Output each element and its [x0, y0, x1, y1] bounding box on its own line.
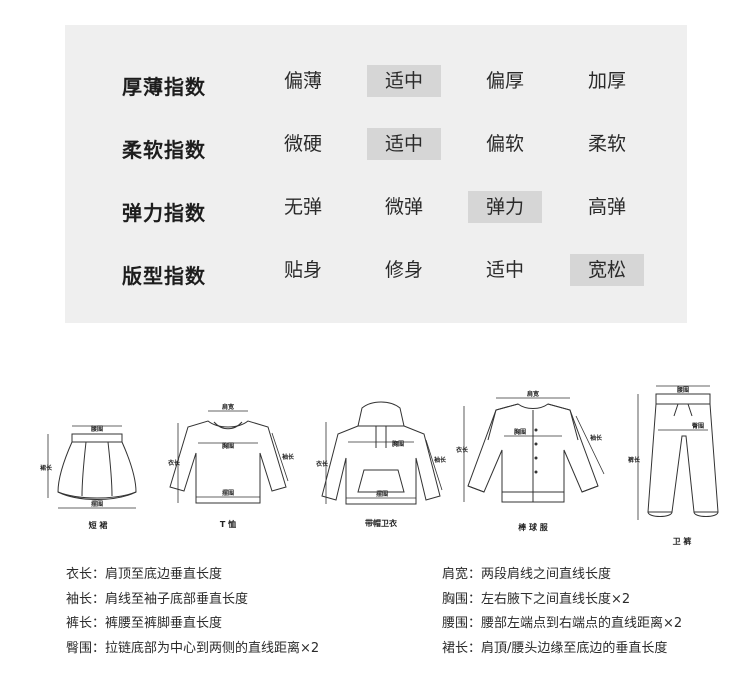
index-option: 微硬 — [283, 133, 322, 155]
definition-term: 裙长 — [442, 640, 469, 656]
tshirt-shoulder-label: 肩宽 — [222, 403, 234, 411]
index-option: 宽松 — [570, 254, 644, 286]
jacket-sleeve-label: 袖长 — [590, 434, 603, 442]
hoodie-length-label: 衣长 — [316, 460, 329, 468]
definition-item: 衣长：肩顶至底边垂直长度 — [66, 567, 223, 582]
index-option: 微弹 — [384, 196, 423, 218]
tshirt-length-label: 衣长 — [168, 459, 181, 467]
skirt-diagram: 腰围 裙长 摆围 短 裙 — [38, 420, 158, 530]
definition-term: 裤长 — [66, 616, 93, 631]
definition-desc: 肩頂/腰头边缘至底边的垂直长度 — [481, 640, 668, 656]
pants-waist-label: 腰围 — [676, 386, 689, 394]
hoodie-chest-label: 胸围 — [392, 440, 404, 448]
skirt-waist-label: 腰围 — [90, 425, 103, 433]
skirt-length-label: 裙长 — [40, 464, 53, 472]
pants-hip-label: 臀围 — [692, 422, 704, 430]
definition-desc: 拉链底部为中心到两侧的直线距离×2 — [105, 640, 320, 656]
definition-term: 衣长 — [66, 567, 93, 582]
skirt-caption: 短 裙 — [88, 521, 108, 530]
definition-item: 肩宽：两段肩线之间直线长度 — [442, 567, 612, 582]
index-label: 厚薄指数 — [122, 75, 206, 99]
index-row-elasticity: 弹力指数 无弹 微弹 弹力 高弹 — [65, 189, 687, 229]
index-label: 弹力指数 — [122, 201, 206, 225]
index-row-thickness: 厚薄指数 偏薄 适中 偏厚 加厚 — [65, 63, 687, 103]
fabric-index-panel: 厚薄指数 偏薄 适中 偏厚 加厚 柔软指数 微硬 适中 偏软 柔软 弹力指数 无… — [65, 25, 687, 323]
index-option: 偏厚 — [485, 70, 524, 92]
definition-desc: 腰部左端点到右端点的直线距离×2 — [481, 616, 683, 631]
definition-term: 腰围 — [442, 616, 469, 631]
tshirt-caption: T 恤 — [219, 520, 237, 529]
jacket-chest-label: 胸围 — [514, 428, 526, 436]
definition-term: 胸围 — [442, 591, 469, 607]
definition-desc: 肩线至袖子底部垂直长度 — [105, 591, 249, 607]
definition-item: 裤长：裤腰至裤脚垂直长度 — [66, 616, 223, 631]
definition-item: 腰围：腰部左端点到右端点的直线距离×2 — [442, 616, 683, 631]
pants-diagram: 腰围 臀围 裤长 卫 裤 — [628, 382, 738, 546]
skirt-hem-label: 摆围 — [91, 500, 103, 508]
index-row-softness: 柔软指数 微硬 适中 偏软 柔软 — [65, 126, 687, 166]
index-label: 版型指数 — [122, 264, 206, 288]
index-option: 弹力 — [468, 191, 542, 223]
tshirt-sleeve-label: 袖长 — [282, 453, 295, 461]
definition-desc: 左右腋下之间直线长度×2 — [481, 591, 631, 607]
index-option: 偏软 — [485, 133, 524, 155]
definition-desc: 肩顶至底边垂直长度 — [105, 567, 223, 582]
jacket-length-label: 衣长 — [456, 446, 469, 454]
definition-desc: 两段肩线之间直线长度 — [481, 567, 612, 582]
index-option: 无弹 — [283, 196, 322, 218]
definition-item: 裙长：肩頂/腰头边缘至底边的垂直长度 — [442, 640, 668, 656]
pants-caption: 卫 裤 — [672, 537, 692, 546]
tshirt-diagram: 肩宽 胸围 衣长 袖长 摆围 T 恤 — [168, 403, 298, 529]
index-option: 修身 — [384, 259, 423, 281]
hoodie-caption: 带帽卫衣 — [365, 519, 397, 528]
index-option: 适中 — [367, 65, 441, 97]
hoodie-hem-label: 摆围 — [376, 490, 388, 498]
index-option: 加厚 — [587, 70, 626, 92]
definition-term: 臀围 — [66, 640, 93, 656]
index-option: 适中 — [485, 259, 524, 281]
hoodie-diagram: 胸围 衣长 袖长 摆围 带帽卫衣 — [316, 400, 447, 528]
definition-item: 臀围：拉链底部为中心到两侧的直线距离×2 — [66, 640, 320, 656]
jacket-shoulder-label: 肩宽 — [527, 390, 539, 398]
pants-length-label: 裤长 — [628, 456, 641, 464]
definition-desc: 裤腰至裤脚垂直长度 — [105, 616, 223, 631]
index-option: 偏薄 — [283, 70, 322, 92]
definitions-left: 衣长：肩顶至底边垂直长度 袖长：肩线至袖子底部垂直长度 裤长：裤腰至裤脚垂直长度… — [66, 563, 319, 661]
index-label: 柔软指数 — [122, 138, 206, 162]
index-row-fit: 版型指数 贴身 修身 适中 宽松 — [65, 252, 687, 292]
jacket-diagram: 肩宽 胸围 衣长 袖长 棒 球 服 — [456, 390, 608, 532]
jacket-caption: 棒 球 服 — [518, 523, 548, 532]
definition-term: 袖长 — [66, 591, 93, 607]
tshirt-chest-label: 胸围 — [222, 442, 234, 450]
index-option: 贴身 — [283, 259, 322, 281]
index-option: 适中 — [367, 128, 441, 160]
index-option: 柔软 — [587, 133, 626, 155]
index-option: 高弹 — [587, 196, 626, 218]
definitions-right: 肩宽：两段肩线之间直线长度 胸围：左右腋下之间直线长度×2 腰围：腰部左端点到右… — [442, 563, 682, 661]
hoodie-sleeve-label: 袖长 — [434, 456, 447, 464]
definition-term: 肩宽 — [442, 567, 469, 582]
definition-item: 袖长：肩线至袖子底部垂直长度 — [66, 591, 249, 607]
definition-item: 胸围：左右腋下之间直线长度×2 — [442, 591, 631, 607]
tshirt-hem-label: 摆围 — [222, 489, 234, 497]
